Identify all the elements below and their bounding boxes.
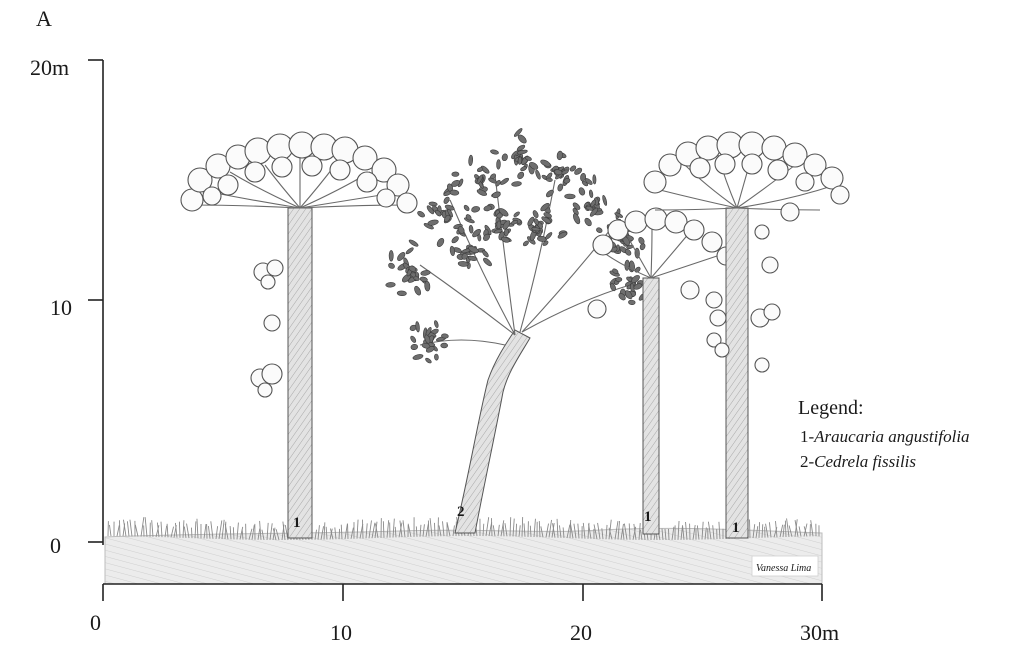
araucaria-tree-center: 1 <box>588 208 735 534</box>
x-axis: 0 10 20 30m <box>90 584 839 645</box>
tree-number: 1 <box>644 509 652 525</box>
legend: Legend: 1-Araucaria angustifolia 2-Cedre… <box>798 397 970 471</box>
legend-item-species: Cedrela fissilis <box>814 452 916 471</box>
panel-label: A <box>36 6 52 31</box>
legend-item-number: 1- <box>800 427 815 446</box>
y-tick-label: 0 <box>50 533 61 558</box>
legend-title: Legend: <box>798 397 864 419</box>
x-tick-label: 10 <box>330 620 352 645</box>
tree-number: 2 <box>457 504 465 520</box>
trunk <box>726 208 748 538</box>
legend-item: 1-Araucaria angustifolia <box>800 427 970 446</box>
epiphyte-clumps <box>251 260 283 397</box>
x-tick-label: 30m <box>800 620 839 645</box>
y-axis: 20m 10 0 <box>30 55 103 558</box>
trunk <box>643 278 659 534</box>
crown-puffs <box>181 132 417 213</box>
y-tick-label: 20m <box>30 55 69 80</box>
trunk <box>455 330 530 533</box>
cedrela-tree: 2 <box>386 127 647 533</box>
araucaria-tree-left: 1 <box>181 132 417 538</box>
artist-signature: Vanessa Lima <box>752 556 818 576</box>
x-tick-label: 20 <box>570 620 592 645</box>
legend-item: 2-Cedrela fissilis <box>800 452 916 471</box>
tree-number: 1 <box>293 515 301 531</box>
araucaria-tree-right: 1 <box>644 132 849 538</box>
x-tick-label: 0 <box>90 610 101 635</box>
signature-text: Vanessa Lima <box>756 563 811 574</box>
legend-item-number: 2- <box>800 452 815 471</box>
y-tick-label: 10 <box>50 295 72 320</box>
tree-number: 1 <box>732 520 740 536</box>
trunk <box>288 208 312 538</box>
legend-item-species: Araucaria angustifolia <box>813 427 969 446</box>
